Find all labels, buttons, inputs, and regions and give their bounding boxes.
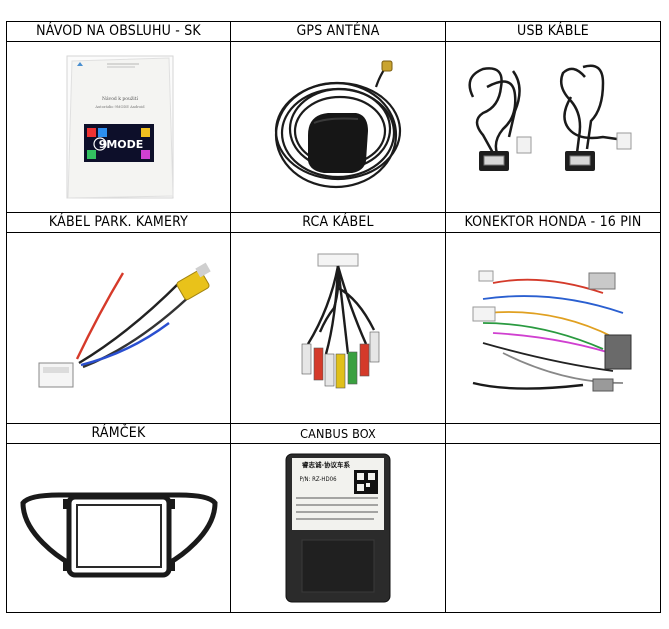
header-usb-cables: USB KÁBLE	[445, 21, 661, 42]
header-empty	[445, 423, 661, 444]
parking-camera-cable-image	[38, 262, 211, 388]
honda-connector-image-cell	[445, 232, 661, 424]
camera-cable-image-cell	[6, 232, 231, 424]
canbus-model-number: P/N: RZ-HD06	[299, 476, 337, 483]
canbus-label-chinese: 睿志诚-协议车系	[302, 460, 350, 469]
manual-brand-logo: 9MODE	[98, 138, 143, 151]
manual-subtitle-text: Autorádio 9MODE Android	[94, 105, 145, 109]
canbus-box-image: 睿志诚-协议车系 P/N: RZ-HD06	[285, 453, 391, 603]
rca-image-cell	[230, 232, 446, 424]
gps-antenna-image	[274, 60, 402, 189]
honda-connector-harness-image	[472, 270, 632, 392]
package-contents-table: NÁVOD NA OBSLUHU - SK GPS ANTÉNA USB KÁB…	[6, 21, 661, 613]
usb-image-cell	[445, 41, 661, 213]
rca-cable-image	[301, 253, 380, 389]
canbus-image-cell: 睿志诚-协议车系 P/N: RZ-HD06	[230, 443, 446, 613]
empty-cell	[445, 443, 661, 613]
header-honda-connector: KONEKTOR HONDA - 16 PIN	[445, 212, 661, 233]
header-rca-cable: RCA KÁBEL	[230, 212, 446, 233]
manual-booklet-image: Návod k použití Autorádio 9MODE Android …	[66, 55, 174, 199]
dash-frame-image	[19, 492, 218, 578]
manual-title-text: Návod k použití	[102, 95, 138, 102]
header-parking-camera-cable: KÁBEL PARK. KAMERY	[6, 212, 231, 233]
gps-image-cell	[230, 41, 446, 213]
header-gps-antenna: GPS ANTÉNA	[230, 21, 446, 42]
header-canbus-box: CANBUS BOX	[230, 423, 446, 444]
header-manual: NÁVOD NA OBSLUHU - SK	[6, 21, 231, 42]
usb-cables-image	[468, 64, 632, 171]
manual-image-cell: Návod k použití Autorádio 9MODE Android …	[6, 41, 231, 213]
frame-image-cell	[6, 443, 231, 613]
header-frame: RÁMČEK	[6, 423, 231, 444]
